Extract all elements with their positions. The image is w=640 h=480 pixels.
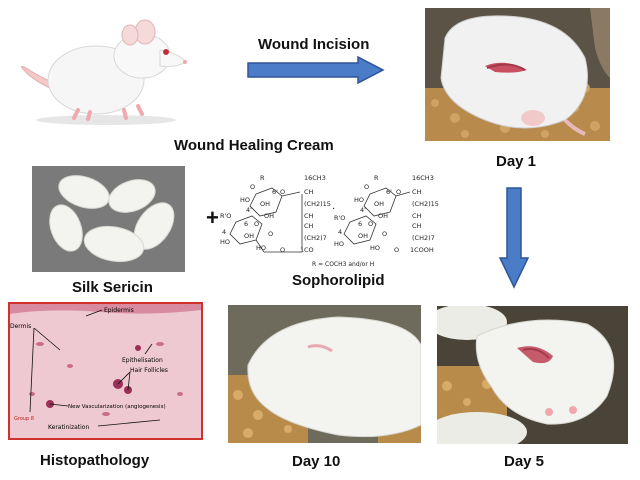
right-o1: O: [364, 183, 369, 191]
left-r2: R'O: [220, 212, 231, 220]
left-n6: 6: [244, 220, 248, 228]
right-oh3: OH: [358, 232, 368, 240]
plus-sign: +: [206, 205, 219, 230]
left-n4b: 4': [246, 206, 252, 214]
left-ho1: HO: [240, 196, 250, 204]
day5-label: Day 5: [504, 453, 545, 470]
left-ho2: HO: [220, 238, 230, 246]
left-c16: 16CH3: [304, 174, 326, 182]
right-r2: R'O: [334, 214, 345, 222]
day1-label: Day 1: [496, 153, 537, 170]
left-o4: O: [268, 230, 273, 238]
right-oh1: OH: [374, 200, 384, 208]
left-ch1: CH: [304, 188, 314, 196]
sophorolipid-structure: R O 6' O OH 4' HO OH R'O 6 O 4 HO OH HO …: [220, 174, 439, 268]
histo-group: Group 8: [14, 416, 34, 422]
right-o4: O: [382, 230, 387, 238]
left-n4: 4: [222, 228, 226, 236]
left-ch4: CH: [304, 222, 314, 230]
left-ch2: (CH2)15: [304, 200, 331, 208]
wound-incision-label: Wound Incision: [258, 36, 370, 53]
day10-rat-photo: [228, 305, 421, 443]
right-o3: O: [368, 220, 373, 228]
left-n1: 1: [300, 246, 304, 254]
left-o5: O: [280, 246, 285, 254]
right-n6: 6: [358, 220, 362, 228]
day10-label: Day 10: [292, 453, 341, 470]
silk-cocoons-photo: [32, 166, 185, 272]
right-n4: 4: [338, 228, 342, 236]
histo-epidermis: Epidermis: [104, 307, 134, 314]
right-ch5: (CH2)7: [412, 234, 435, 242]
structure-note: R = COCH3 and/or H: [312, 261, 374, 268]
day1-rat-photo: [425, 8, 610, 141]
sophorolipid-label: Sophorolipid: [292, 272, 385, 289]
histo-epithelisation: Epithelisation: [122, 357, 163, 364]
down-arrow: [498, 187, 530, 289]
right-o2: O: [396, 188, 401, 196]
histo-dermis: Dermis: [10, 323, 31, 330]
right-ho1: HO: [354, 196, 364, 204]
left-oh1: OH: [260, 200, 270, 208]
right-o5: O: [394, 246, 399, 254]
histology-slide: Epidermis Dermis Epithelisation Hair Fol…: [8, 302, 203, 440]
right-ch4: CH: [412, 222, 422, 230]
left-n6b: 6': [272, 188, 278, 196]
right-r: R: [374, 174, 379, 182]
left-o2: O: [280, 188, 285, 196]
left-ch5: (CH2)7: [304, 234, 327, 242]
right-c16: 16CH3: [412, 174, 434, 182]
right-ho3: HO: [370, 244, 380, 252]
right-n6b: 6': [386, 188, 392, 196]
structure-dot: ·: [332, 204, 335, 215]
left-oh2: OH: [264, 212, 274, 220]
right-ho2: HO: [334, 240, 344, 248]
rat-illustration: [14, 10, 190, 128]
right-n4b: 4': [360, 206, 366, 214]
histo-hair-follicles: Hair Follicles: [130, 367, 168, 374]
left-o3: O: [254, 220, 259, 228]
silk-sericin-label: Silk Sericin: [72, 279, 153, 296]
histopathology-label: Histopathology: [40, 452, 150, 469]
day5-rat-photo: [437, 306, 628, 444]
left-ho3: HO: [256, 244, 266, 252]
right-ch1: CH: [412, 188, 422, 196]
right-cooh: 1COOH: [410, 246, 434, 254]
left-co: CO: [304, 246, 314, 254]
left-ch3: CH: [304, 212, 314, 220]
wound-healing-cream-label: Wound Healing Cream: [174, 137, 334, 154]
histo-new-vascularization: New Vascularization (angiogenesis): [68, 404, 166, 410]
right-oh2: OH: [378, 212, 388, 220]
right-ch2: (CH2)15: [412, 200, 439, 208]
left-r: R: [260, 174, 265, 182]
right-ch3: CH: [412, 212, 422, 220]
histo-keratinization: Keratinization: [48, 424, 89, 431]
left-o1: O: [250, 183, 255, 191]
left-oh3: OH: [244, 232, 254, 240]
right-arrow: [247, 56, 385, 84]
